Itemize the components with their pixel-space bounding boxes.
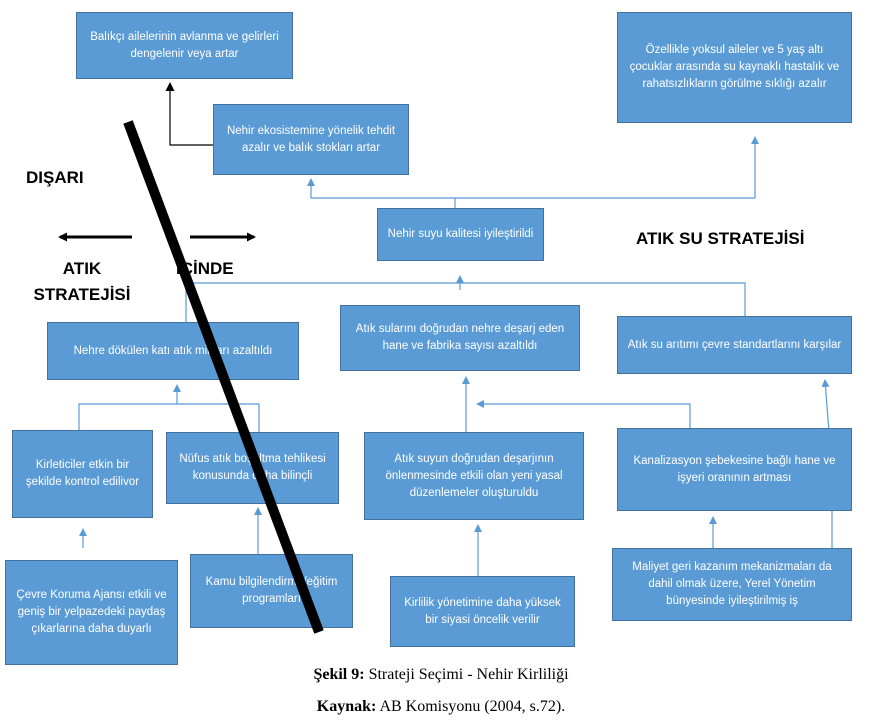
box-solid-waste: Nehre dökülen katı atık miktarı azaltıld… — [47, 322, 299, 380]
box-pollutants-controlled: Kirleticiler etkin bir şekilde kontrol e… — [12, 430, 153, 518]
box-pollutants-controlled-text: Kirleticiler etkin bir şekilde kontrol e… — [25, 459, 140, 488]
boundary-line — [123, 120, 324, 634]
box-fishers-income: Balıkçı ailelerinin avlanma ve gelirleri… — [76, 12, 293, 79]
box-treatment-standards: Atık su arıtımı çevre standartlarını kar… — [617, 316, 852, 374]
box-environment-agency-text: Çevre Koruma Ajansı etkili ve geniş bir … — [16, 589, 167, 635]
box-direct-discharge-text: Atık sularını doğrudan nehre deşarj eden… — [355, 323, 565, 352]
box-political-priority-text: Kirlilik yönetimine daha yüksek bir siya… — [404, 596, 561, 626]
box-sewer-connection-text: Kanalizasyon şebekesine bağlı hane ve iş… — [633, 454, 836, 484]
box-water-quality-text: Nehir suyu kalitesi iyileştirildi — [387, 228, 534, 240]
box-public-education: Kamu bilgilendirme/eğitim programları — [190, 554, 353, 628]
box-treatment-standards-text: Atık su arıtımı çevre standartlarını kar… — [627, 338, 842, 351]
connector-inputs-to-water — [185, 282, 746, 322]
box-legal-regulations: Atık suyun doğrudan deşarjının önlenmesi… — [364, 432, 584, 520]
box-health-incidence: Özellikle yoksul aileler ve 5 yaş altı ç… — [617, 12, 852, 123]
figure-label: Şekil 9: — [313, 666, 365, 683]
box-health-incidence-text: Özellikle yoksul aileler ve 5 yaş altı ç… — [629, 44, 840, 90]
box-fishers-income-text: Balıkçı ailelerinin avlanma ve gelirleri… — [90, 30, 279, 60]
arrow-water-to-health — [455, 136, 759, 199]
box-political-priority: Kirlilik yönetimine daha yüksek bir siya… — [390, 576, 575, 647]
box-ecosystem-threat: Nehir ekosistemine yönelik tehdit azalır… — [213, 104, 409, 175]
box-solid-waste-text: Nehre dökülen katı atık miktarı azaltıld… — [73, 344, 273, 357]
box-cost-recovery-text: Maliyet geri kazanım mekanizmaları da da… — [632, 561, 832, 607]
arrow-sewer-to-discharge — [476, 400, 691, 428]
figure-title: Strateji Seçimi - Nehir Kirliliği — [364, 666, 569, 683]
box-water-quality: Nehir suyu kalitesi iyileştirildi — [377, 208, 544, 261]
label-inside: İÇİNDE — [176, 259, 234, 278]
figure-caption: Şekil 9: Strateji Seçimi - Nehir Kirlili… — [0, 666, 882, 684]
source-label: Kaynak: — [316, 698, 377, 715]
label-waste-strategy: ATIK STRATEJİSİ — [33, 259, 131, 304]
connector-to-solid-waste — [78, 403, 260, 432]
source-text: AB Komisyonu (2004, s.72). — [376, 698, 566, 715]
box-environment-agency: Çevre Koruma Ajansı etkili ve geniş bir … — [5, 560, 178, 665]
box-cost-recovery: Maliyet geri kazanım mekanizmaları da da… — [612, 548, 852, 621]
label-wastewater-strategy: ATIK SU STRATEJİSİ — [636, 229, 805, 248]
box-ecosystem-threat-text: Nehir ekosistemine yönelik tehdit azalır… — [226, 124, 396, 154]
label-outside: DIŞARI — [26, 168, 84, 187]
box-sewer-connection: Kanalizasyon şebekesine bağlı hane ve iş… — [617, 428, 852, 511]
source-caption: Kaynak: AB Komisyonu (2004, s.72). — [0, 698, 882, 716]
box-direct-discharge: Atık sularını doğrudan nehre deşarj eden… — [340, 305, 580, 371]
arrow-water-to-ecosystem — [307, 178, 456, 208]
arrow-ecosystem-to-fishers — [165, 82, 213, 146]
box-legal-regulations-text: Atık suyun doğrudan deşarjının önlenmesi… — [385, 452, 563, 499]
